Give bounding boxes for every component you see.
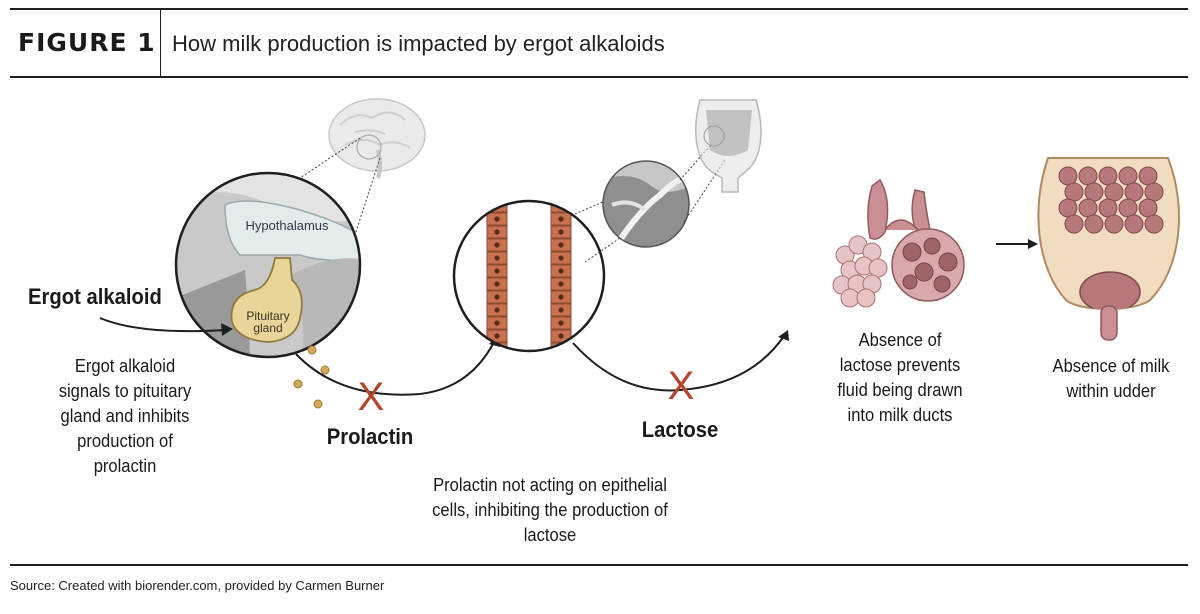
- inhibit-x-lactose: X: [668, 364, 695, 408]
- udder-lobule: [1065, 183, 1083, 201]
- cell-nucleus: [494, 307, 499, 312]
- cell-nucleus: [494, 294, 499, 299]
- prolactin-label: Prolactin: [315, 424, 425, 449]
- alveoli-icon: [833, 180, 964, 307]
- udder-lobule: [1119, 167, 1137, 185]
- udder-icon: [1038, 158, 1179, 340]
- hypothalamus-zoom-circle: [170, 170, 370, 370]
- step3-caption: Absence of lactose prevents fluid being …: [826, 328, 973, 428]
- cell-nucleus: [558, 268, 563, 273]
- caption-line: production of: [47, 429, 203, 454]
- pituitary-label: Pituitary gland: [236, 310, 300, 334]
- alveolus: [841, 289, 859, 307]
- cell-nucleus: [494, 216, 499, 221]
- udder-lobule: [1105, 183, 1123, 201]
- caption-line: signals to pituitary: [47, 379, 203, 404]
- udder-lobule: [1139, 199, 1157, 217]
- arrowhead: [1028, 239, 1038, 249]
- cell-nucleus: [558, 359, 563, 364]
- udder-lobule: [1079, 199, 1097, 217]
- inhibit-x-prolactin: X: [358, 375, 385, 419]
- caption-line: lactose prevents: [826, 353, 973, 378]
- udder-lobule: [1059, 167, 1077, 185]
- udder-lobule: [1085, 183, 1103, 201]
- caption-line: gland and inhibits: [47, 404, 203, 429]
- cell-nucleus: [558, 216, 563, 221]
- cell-nucleus: [558, 320, 563, 325]
- hypothalamus-label: Hypothalamus: [232, 220, 342, 232]
- caption-line: into milk ducts: [826, 403, 973, 428]
- udder-lobule: [1105, 215, 1123, 233]
- udder-lobule: [1065, 215, 1083, 233]
- caption-line: Prolactin not acting on epithelial: [412, 473, 688, 498]
- arrowhead: [778, 330, 789, 341]
- cell-nucleus: [558, 333, 563, 338]
- cell-nucleus: [494, 346, 499, 351]
- cell-nucleus: [558, 346, 563, 351]
- cell-nucleus: [558, 307, 563, 312]
- step2-caption: Prolactin not acting on epithelial cells…: [412, 473, 688, 548]
- udder-lobule: [1145, 183, 1163, 201]
- cell-nucleus: [494, 242, 499, 247]
- caption-line: Absence of milk: [1038, 354, 1183, 379]
- cell-nucleus: [494, 320, 499, 325]
- cell-nucleus: [494, 229, 499, 234]
- udder-lobule: [1059, 199, 1077, 217]
- udder-lobule: [1139, 167, 1157, 185]
- udder-lobule: [1145, 215, 1163, 233]
- cell-nucleus: [558, 255, 563, 260]
- cell-nucleus: [558, 281, 563, 286]
- udder-lobule: [1119, 199, 1137, 217]
- footer-rule: [10, 564, 1188, 566]
- epithelial-cell: [487, 356, 507, 368]
- udder-lobule: [1099, 199, 1117, 217]
- pituitary-label-line2: gland: [236, 322, 300, 334]
- caption-line: within udder: [1038, 379, 1183, 404]
- udder-lobule: [1085, 215, 1103, 233]
- udder-lobule: [1125, 215, 1143, 233]
- cell-nucleus: [494, 268, 499, 273]
- step4-caption: Absence of milk within udder: [1038, 354, 1183, 404]
- step1-caption: Ergot alkaloid signals to pituitary glan…: [47, 354, 203, 479]
- cell-nucleus: [558, 294, 563, 299]
- alveolus: [857, 289, 875, 307]
- cell-nucleus: [558, 242, 563, 247]
- epithelial-cell: [551, 356, 571, 368]
- source-note: Source: Created with biorender.com, prov…: [10, 578, 384, 593]
- caption-line: Ergot alkaloid: [47, 354, 203, 379]
- cell-nucleus: [494, 255, 499, 260]
- cell-nucleus: [494, 281, 499, 286]
- alveolus: [869, 259, 887, 277]
- cell-nucleus: [494, 359, 499, 364]
- udder-lobule: [1099, 167, 1117, 185]
- ergot-alkaloid-label: Ergot alkaloid: [28, 284, 166, 309]
- caption-line: Absence of: [826, 328, 973, 353]
- cell-nucleus: [558, 229, 563, 234]
- caption-line: lactose: [412, 523, 688, 548]
- caption-line: fluid being drawn: [826, 378, 973, 403]
- caption-line: cells, inhibiting the production of: [412, 498, 688, 523]
- lactose-label: Lactose: [625, 417, 735, 442]
- cell-nucleus: [494, 333, 499, 338]
- udder-lobule: [1125, 183, 1143, 201]
- caption-line: prolactin: [47, 454, 203, 479]
- udder-lobule: [1079, 167, 1097, 185]
- udder-outline-icon: [696, 100, 761, 192]
- mammary-duct-zoom-circle: [600, 158, 692, 250]
